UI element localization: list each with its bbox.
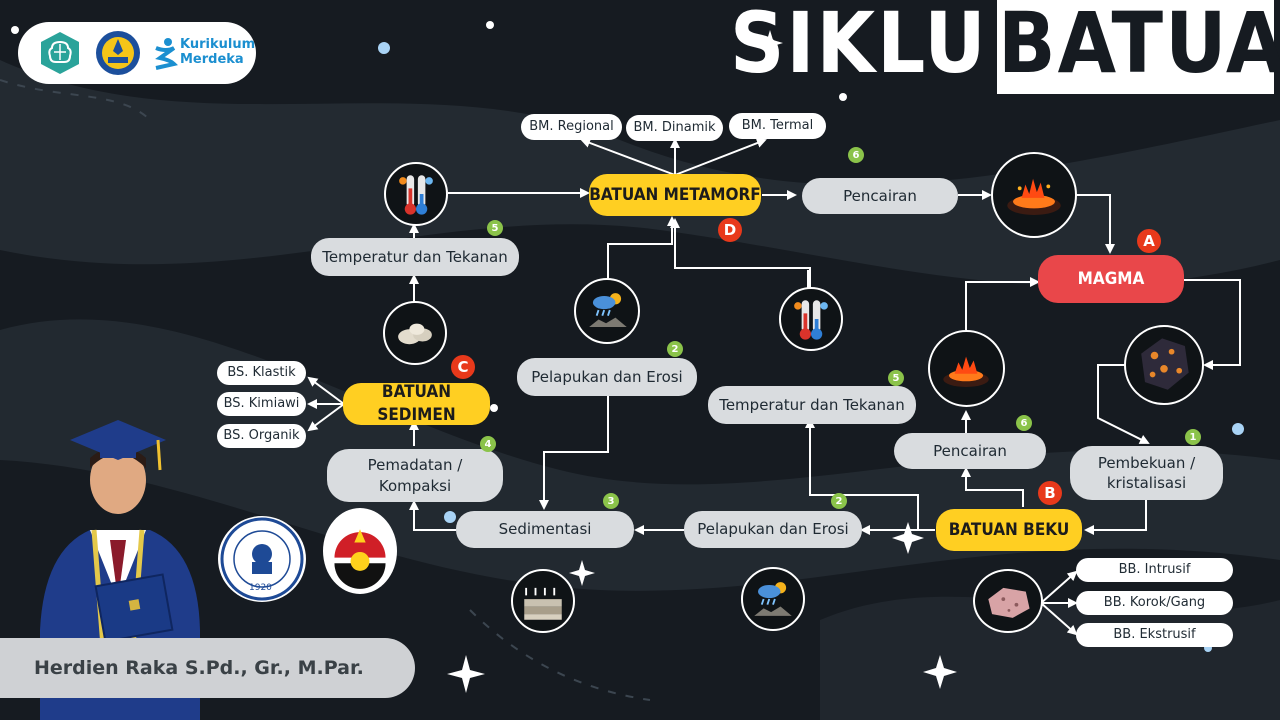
process-pembekuan-kristalisasi: Pembekuan / kristalisasi xyxy=(1070,446,1223,500)
title-highlight-box xyxy=(993,0,1280,100)
process-sedimentasi: Sedimentasi xyxy=(456,511,634,548)
node-batuan-sedimen: BATUAN SEDIMEN xyxy=(343,382,490,425)
process-pencairan-right: Pencairan xyxy=(894,433,1046,469)
type-bs-organik: BS. Organik xyxy=(217,424,306,448)
title-batuan: BATUAN xyxy=(998,0,1280,92)
step-number-temp-left: 5 xyxy=(487,220,503,236)
logo-bar xyxy=(18,22,256,84)
process-pencairan-top: Pencairan xyxy=(802,178,958,214)
thermometer-icon xyxy=(384,162,448,226)
kurikulum-merdeka-logo-icon xyxy=(155,38,178,70)
process-pemadatan-kompaksi: Pemadatan / Kompaksi xyxy=(327,449,503,502)
node-magma: MAGMA xyxy=(1038,255,1184,303)
pembekuan-line2: kristalisasi xyxy=(1106,474,1187,492)
type-bm-termal: BM. Termal xyxy=(729,113,826,139)
merdeka-label: Merdeka xyxy=(180,52,244,67)
letter-badge-c: C xyxy=(451,355,475,379)
pemadatan-line1: Pemadatan / xyxy=(367,456,463,475)
letter-badge-d: D xyxy=(718,218,742,242)
pemadatan-line2: Kompaksi xyxy=(378,476,452,495)
tut-wuri-handayani-logo-icon xyxy=(96,31,140,75)
step-number-pencairan-right: 6 xyxy=(1016,415,1032,431)
itb-logo-icon xyxy=(218,516,306,602)
type-bm-regional: BM. Regional xyxy=(521,114,622,140)
letter-badge-a: A xyxy=(1137,229,1161,253)
upi-logo-icon xyxy=(323,508,397,594)
process-pelapukan-erosi-mid: Pelapukan dan Erosi xyxy=(517,358,697,396)
node-batuan-beku: BATUAN BEKU xyxy=(936,509,1082,551)
title-siklus: SIKLUS xyxy=(730,0,1045,92)
weathering-cloud-icon-bottom xyxy=(741,567,805,631)
type-bs-klastik: BS. Klastik xyxy=(217,361,306,385)
lava-icon xyxy=(991,152,1077,238)
process-pelapukan-erosi-bottom: Pelapukan dan Erosi xyxy=(684,511,862,548)
igneous-rock-icon xyxy=(1124,325,1204,405)
kurikulum-merdeka-text: Kurikulum Merdeka xyxy=(180,37,255,67)
sedimentary-rock-icon xyxy=(383,301,447,365)
type-bb-ekstrusif: BB. Ekstrusif xyxy=(1076,623,1233,647)
step-number-pelapukan-bottom: 2 xyxy=(831,493,847,509)
granite-rock-icon xyxy=(973,569,1043,633)
type-bb-intrusif: BB. Intrusif xyxy=(1076,558,1233,582)
node-batuan-metamorf: BATUAN METAMORF xyxy=(589,174,761,216)
lava-icon-right xyxy=(928,330,1005,407)
letter-badge-b: B xyxy=(1038,481,1062,505)
step-number-pemadatan: 4 xyxy=(480,436,496,452)
weathering-cloud-icon xyxy=(574,278,640,344)
step-number-temp-mid: 5 xyxy=(888,370,904,386)
type-bm-dinamik: BM. Dinamik xyxy=(626,115,723,141)
thermometer-icon-mid xyxy=(779,287,843,351)
step-number-pembekuan: 1 xyxy=(1185,429,1201,445)
type-bb-korok-gang: BB. Korok/Gang xyxy=(1076,591,1233,615)
itb-year: 1920 xyxy=(249,583,272,593)
step-number-pencairan-top: 6 xyxy=(848,147,864,163)
process-temperatur-tekanan-mid: Temperatur dan Tekanan xyxy=(708,386,916,424)
brain-logo-icon xyxy=(41,32,79,74)
process-temperatur-tekanan-left: Temperatur dan Tekanan xyxy=(311,238,519,276)
type-bs-kimiawi: BS. Kimiawi xyxy=(217,392,306,416)
step-number-pelapukan-mid: 2 xyxy=(667,341,683,357)
pembekuan-line1: Pembekuan / xyxy=(1097,453,1196,472)
sediment-layers-icon xyxy=(511,569,575,633)
step-number-sedimentasi: 3 xyxy=(603,493,619,509)
kurikulum-label: Kurikulum xyxy=(180,37,256,52)
author-name: Herdien Raka S.Pd., Gr., M.Par. xyxy=(0,638,415,698)
